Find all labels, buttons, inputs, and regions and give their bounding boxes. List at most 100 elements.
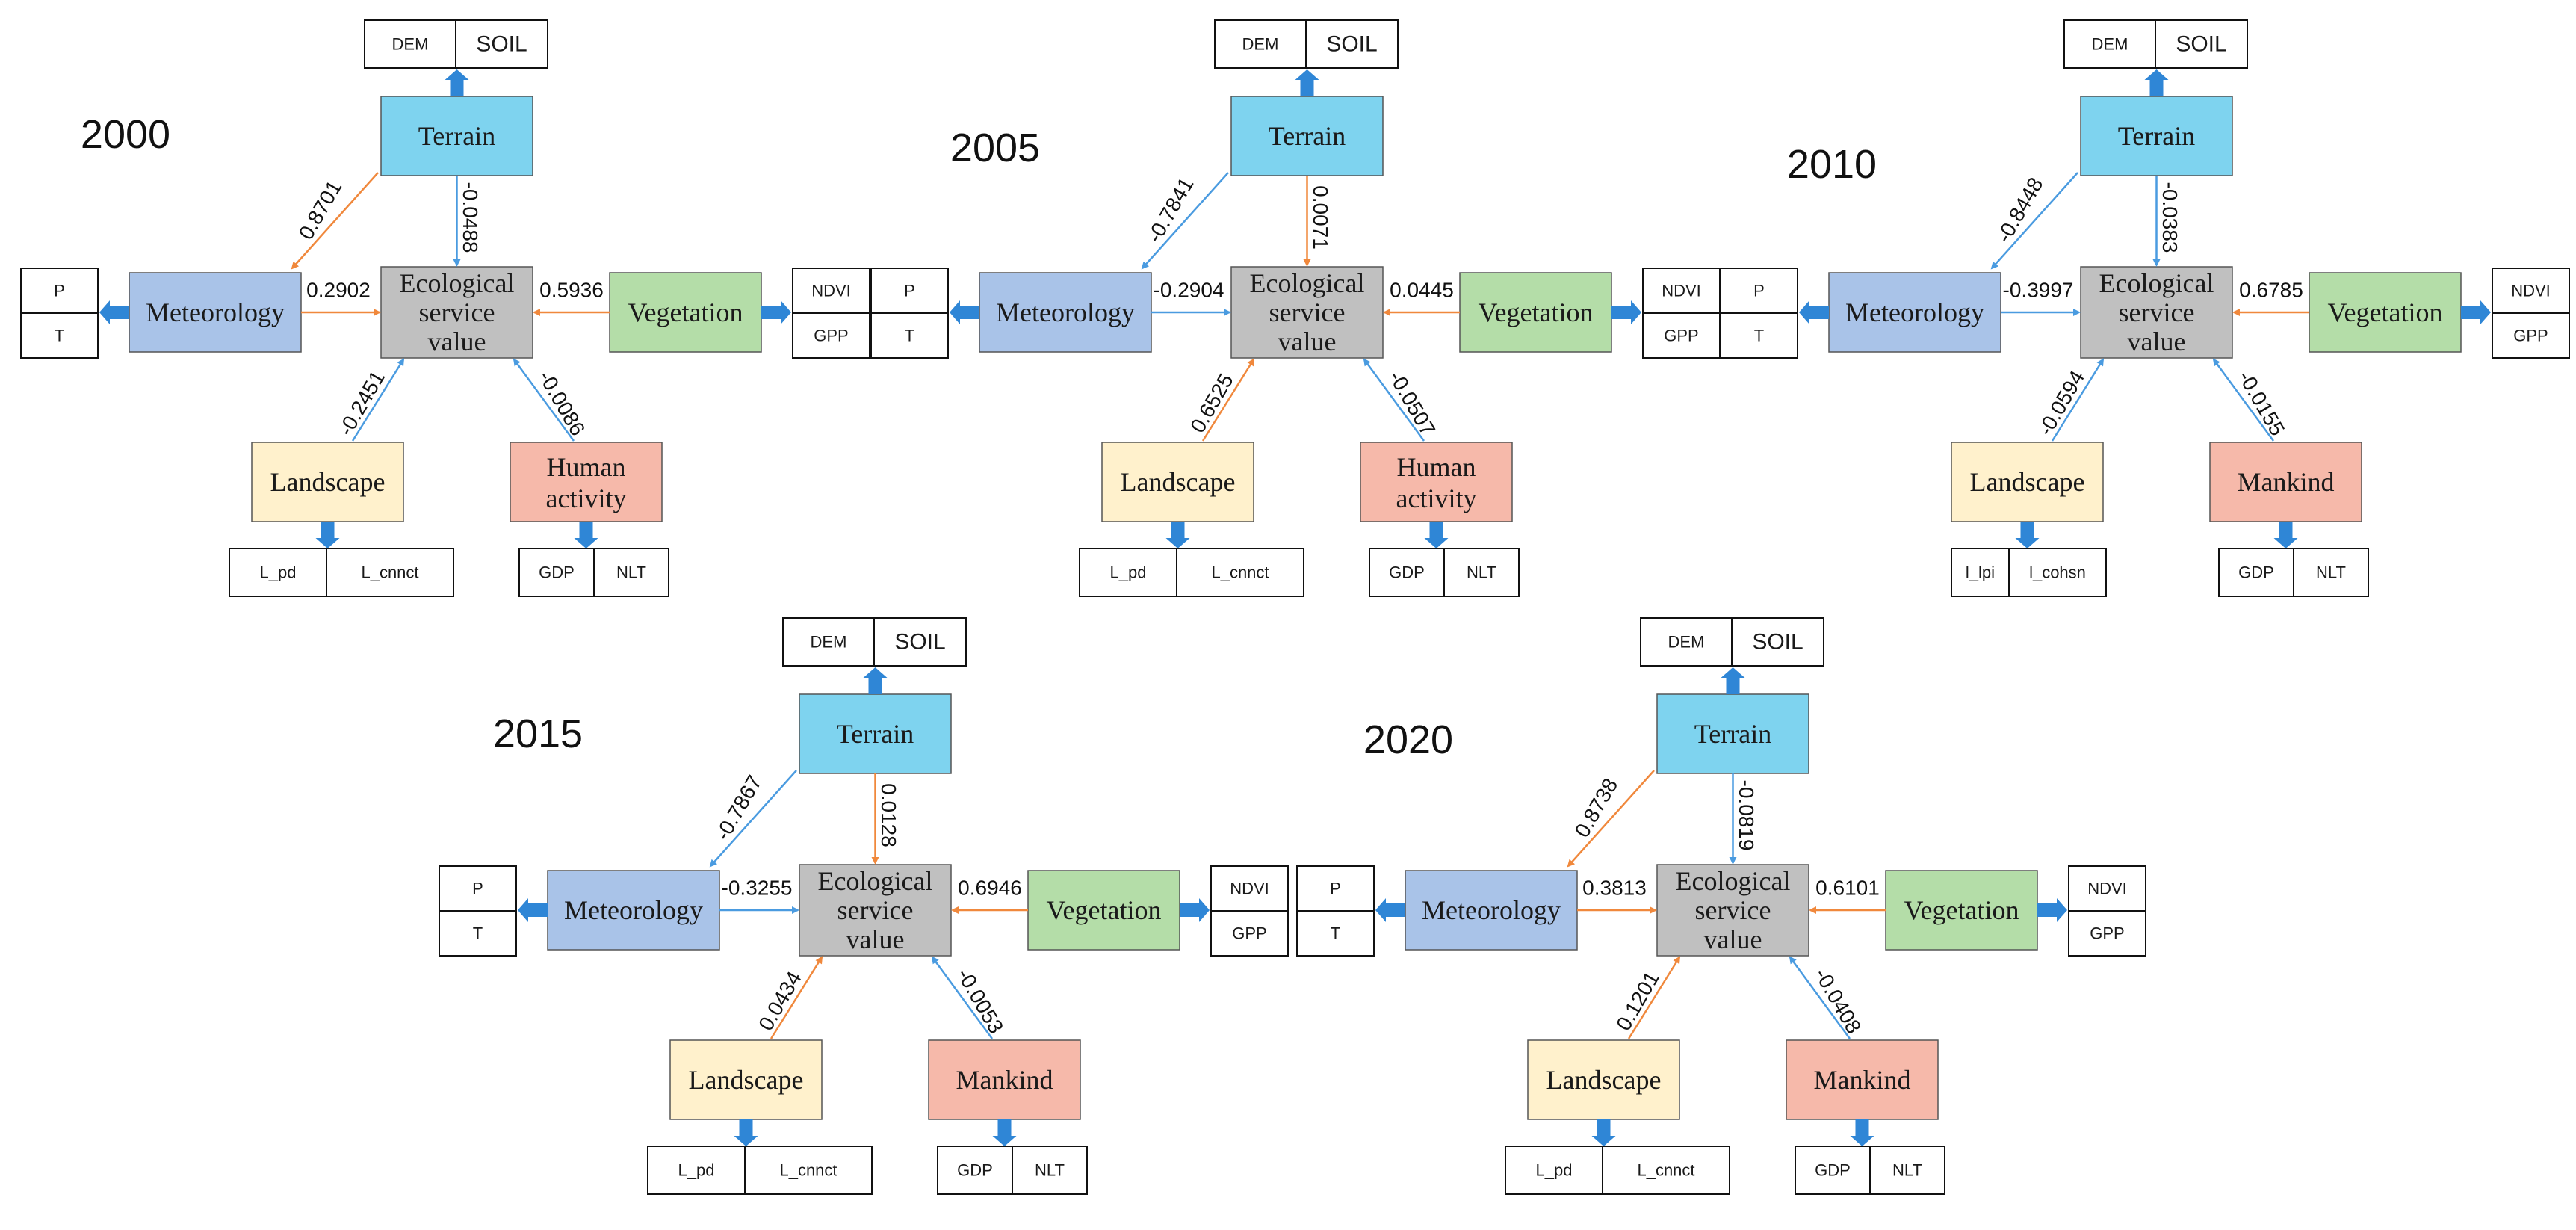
path-arrow-human-esv <box>2212 358 2275 442</box>
human-indicator-arrow <box>1850 1119 1874 1146</box>
landscape-indicators-item-2: L_cnnct <box>1211 563 1269 582</box>
landscape-indicator-arrow <box>734 1119 758 1146</box>
human-indicators-item-1: GDP <box>1815 1161 1851 1180</box>
coef-terrain-meteorology: 0.8701 <box>294 176 347 244</box>
vegetation-indicators-item-1: NDVI <box>1662 282 1701 300</box>
human-indicator-arrow <box>574 522 598 548</box>
landscape-indicator-arrow <box>1165 522 1190 548</box>
terrain-indicator-arrow <box>1295 69 1319 96</box>
terrain-box <box>1656 693 1809 774</box>
year-label: 2000 <box>81 112 170 157</box>
esv-label-line-2: service <box>419 297 495 327</box>
vegetation-label: Vegetation <box>2328 297 2443 327</box>
human-label-line-1: Human <box>1397 452 1476 482</box>
landscape-indicators-item-1: L_pd <box>678 1161 715 1180</box>
human-activity-box <box>2209 442 2362 522</box>
terrain-indicators-item-2: SOIL <box>2176 32 2226 57</box>
human-indicators-item-2: NLT <box>616 563 646 582</box>
year-label: 2005 <box>950 126 1040 170</box>
coef-terrain: -0.0488 <box>459 182 482 253</box>
human-indicator-arrow <box>2273 522 2298 548</box>
esv-label-line-3: value <box>428 327 486 356</box>
human-activity-box <box>928 1039 1081 1120</box>
human-indicator-arrow <box>1424 522 1449 548</box>
terrain-indicators-item-1: DEM <box>1242 35 1279 54</box>
vegetation-indicator-arrow <box>761 300 791 324</box>
meteorology-box <box>979 272 1152 353</box>
meteorology-indicators-item-2: T <box>473 924 483 943</box>
terrain-indicators-item-2: SOIL <box>1326 32 1377 57</box>
vegetation-indicators-item-1: NDVI <box>1230 880 1269 898</box>
meteorology-indicator-arrow <box>1375 898 1405 922</box>
human-indicator-arrow <box>992 1119 1017 1146</box>
terrain-indicators-item-2: SOIL <box>1752 630 1803 655</box>
esv-label-line-2: service <box>2119 297 2195 327</box>
vegetation-indicators-item-1: NDVI <box>811 282 851 300</box>
landscape-label: Landscape <box>689 1065 804 1095</box>
coef-meteorology: -0.2904 <box>1154 279 1224 302</box>
terrain-label: Terrain <box>1694 719 1771 749</box>
year-label: 2010 <box>1787 142 1877 187</box>
vegetation-indicator-arrow <box>1611 300 1641 324</box>
terrain-indicator-arrow <box>2144 69 2169 96</box>
meteorology-indicator-arrow <box>950 300 979 324</box>
human-indicators-item-1: GDP <box>1389 563 1425 582</box>
coef-terrain: 0.0128 <box>877 783 900 847</box>
path-arrow-landscape-esv <box>351 358 405 442</box>
human-activity-box <box>1786 1039 1939 1120</box>
landscape-indicators-item-1: L_pd <box>260 563 297 582</box>
esv-box <box>380 266 533 359</box>
coef-human: -0.0155 <box>2234 367 2289 440</box>
terrain-indicators-item-2: SOIL <box>894 630 945 655</box>
coef-vegetation: 0.6785 <box>2239 279 2303 302</box>
coef-terrain-meteorology: -0.8448 <box>1992 173 2047 247</box>
landscape-indicators-item-2: L_cnnct <box>361 563 418 582</box>
esv-label-line-1: Ecological <box>1676 866 1791 896</box>
vegetation-indicator-arrow <box>1180 898 1210 922</box>
vegetation-label: Vegetation <box>628 297 743 327</box>
path-arrow-terrain-meteorology <box>1141 172 1229 270</box>
esv-label-line-1: Ecological <box>2099 268 2214 298</box>
landscape-indicators-item-1: L_pd <box>1536 1161 1573 1180</box>
landscape-indicators-item-2: L_cnnct <box>1637 1161 1694 1180</box>
human-activity-box <box>1360 442 1513 522</box>
human-label-line-1: Human <box>547 452 626 482</box>
path-arrow-landscape-esv <box>1627 956 1681 1039</box>
esv-box <box>2080 266 2233 359</box>
meteorology-indicator-arrow <box>518 898 548 922</box>
terrain-label: Terrain <box>2118 121 2195 151</box>
path-arrow-terrain-meteorology <box>1990 172 2078 270</box>
landscape-indicator-arrow <box>1591 1119 1616 1146</box>
meteorology-label: Meteorology <box>996 297 1135 327</box>
path-arrow-terrain-meteorology <box>291 172 379 270</box>
meteorology-indicator-arrow <box>99 300 129 324</box>
terrain-box <box>380 96 533 176</box>
coef-human: -0.0053 <box>953 965 1008 1038</box>
terrain-label: Terrain <box>1269 121 1346 151</box>
landscape-box <box>1101 442 1254 522</box>
landscape-indicator-arrow <box>315 522 340 548</box>
esv-box <box>799 864 952 957</box>
esv-label-line-2: service <box>1695 895 1771 925</box>
human-indicators-item-2: NLT <box>1035 1161 1065 1180</box>
landscape-indicators <box>1505 1146 1730 1195</box>
coef-landscape: -0.2451 <box>334 367 389 440</box>
path-arrow-human-esv <box>931 956 994 1039</box>
landscape-indicators-item-2: l_cohsn <box>2029 563 2086 582</box>
landscape-indicators <box>1951 548 2107 597</box>
vegetation-indicators-item-1: NDVI <box>2511 282 2551 300</box>
coef-terrain: -0.0819 <box>1735 780 1758 851</box>
vegetation-indicator-arrow <box>2461 300 2491 324</box>
meteorology-indicators-item-1: P <box>472 880 483 898</box>
landscape-indicators <box>1079 548 1304 597</box>
landscape-box <box>1951 442 2104 522</box>
path-arrow-landscape-esv <box>1201 358 1255 442</box>
landscape-indicators-item-2: L_cnnct <box>779 1161 837 1180</box>
meteorology-box <box>547 870 720 951</box>
path-arrow-human-esv <box>1789 956 1851 1039</box>
meteorology-indicator-arrow <box>1799 300 1829 324</box>
terrain-label: Terrain <box>837 719 914 749</box>
